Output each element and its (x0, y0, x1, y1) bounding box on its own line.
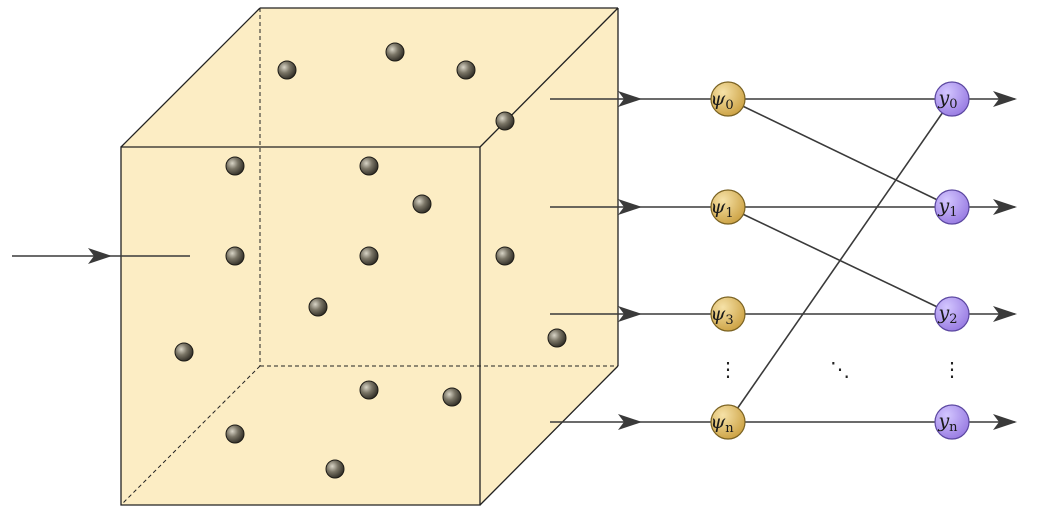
y-node-1-sub: 1 (949, 205, 957, 220)
particle (225, 156, 245, 176)
y-node-2-sub: 2 (949, 312, 957, 327)
psi-node-0-sub: 0 (725, 98, 733, 113)
y-node-2-symbol: y (937, 302, 949, 324)
cube-right-face (480, 8, 618, 505)
particle (277, 60, 297, 80)
psi-node-3-sub: 3 (725, 313, 733, 328)
y-node-n-symbol: y (937, 410, 949, 432)
connection-psin-y0 (727, 98, 953, 423)
psi-node-1-symbol: ψ (710, 196, 726, 218)
svg-text:ψ1: ψ1 (710, 196, 733, 221)
connections (727, 98, 953, 423)
particle (225, 424, 245, 444)
y-node-0-sub: 0 (949, 97, 957, 112)
y-node-0: y0 (934, 81, 970, 117)
reservoir-particles (174, 42, 567, 479)
arrowhead (618, 199, 642, 215)
psi-node-3-symbol: ψ (710, 303, 726, 325)
svg-text:y2: y2 (937, 302, 957, 327)
arrowhead (993, 306, 1017, 322)
particle (308, 297, 328, 317)
input-arrowhead (88, 248, 112, 264)
psi-vertical-ellipsis: ⋮ (718, 357, 738, 381)
particle (385, 42, 405, 62)
particle (495, 246, 515, 266)
psi-nodes: ψ0 ψ1 ψ3 ψn (710, 81, 746, 440)
svg-text:y0: y0 (937, 87, 957, 112)
particle (412, 194, 432, 214)
svg-text:yn: yn (937, 410, 958, 435)
psi-node-1-sub: 1 (725, 206, 733, 221)
psi-node-n: ψn (710, 404, 746, 440)
readout-arrowheads (618, 91, 642, 430)
cube-visible-edges (120, 7, 619, 506)
cube-hidden-edges (120, 8, 618, 506)
psi-node-n-sub: n (725, 421, 734, 436)
cube-front-face (121, 147, 480, 505)
y-node-n: yn (934, 404, 970, 440)
psi-node-0-symbol: ψ (710, 88, 726, 110)
particle (174, 342, 194, 362)
particle (359, 246, 379, 266)
diagonal-ellipsis: ⋱ (830, 357, 850, 381)
cube-top-face (121, 8, 618, 147)
y-node-1: y1 (934, 189, 970, 225)
particle (359, 380, 379, 400)
y-node-0-symbol: y (937, 87, 949, 109)
particle (495, 111, 515, 131)
arrowhead (993, 414, 1017, 430)
arrowhead (618, 91, 642, 107)
y-node-2: y2 (934, 296, 970, 332)
particle (456, 60, 476, 80)
arrowhead (618, 414, 642, 430)
y-vertical-ellipsis: ⋮ (942, 357, 962, 381)
psi-node-1: ψ1 (710, 189, 746, 225)
particle (547, 328, 567, 348)
y-node-n-sub: n (949, 420, 958, 435)
psi-node-3: ψ3 (710, 296, 746, 332)
psi-node-n-symbol: ψ (710, 411, 726, 433)
particle (225, 246, 245, 266)
particle (442, 387, 462, 407)
connection-psi0-y1 (727, 98, 953, 208)
svg-text:ψ3: ψ3 (710, 303, 733, 328)
svg-text:y1: y1 (937, 195, 957, 220)
arrowhead (993, 199, 1017, 215)
svg-text:ψn: ψn (710, 411, 734, 436)
output-arrowheads (993, 91, 1017, 430)
particle (359, 156, 379, 176)
y-node-1-symbol: y (937, 195, 949, 217)
psi-node-0: ψ0 (710, 81, 746, 117)
arrowhead (993, 91, 1017, 107)
particle (325, 459, 345, 479)
svg-text:ψ0: ψ0 (710, 88, 733, 113)
reservoir-cube (120, 7, 619, 506)
arrowhead (618, 306, 642, 322)
output-nodes: y0 y1 y2 yn (934, 81, 970, 440)
